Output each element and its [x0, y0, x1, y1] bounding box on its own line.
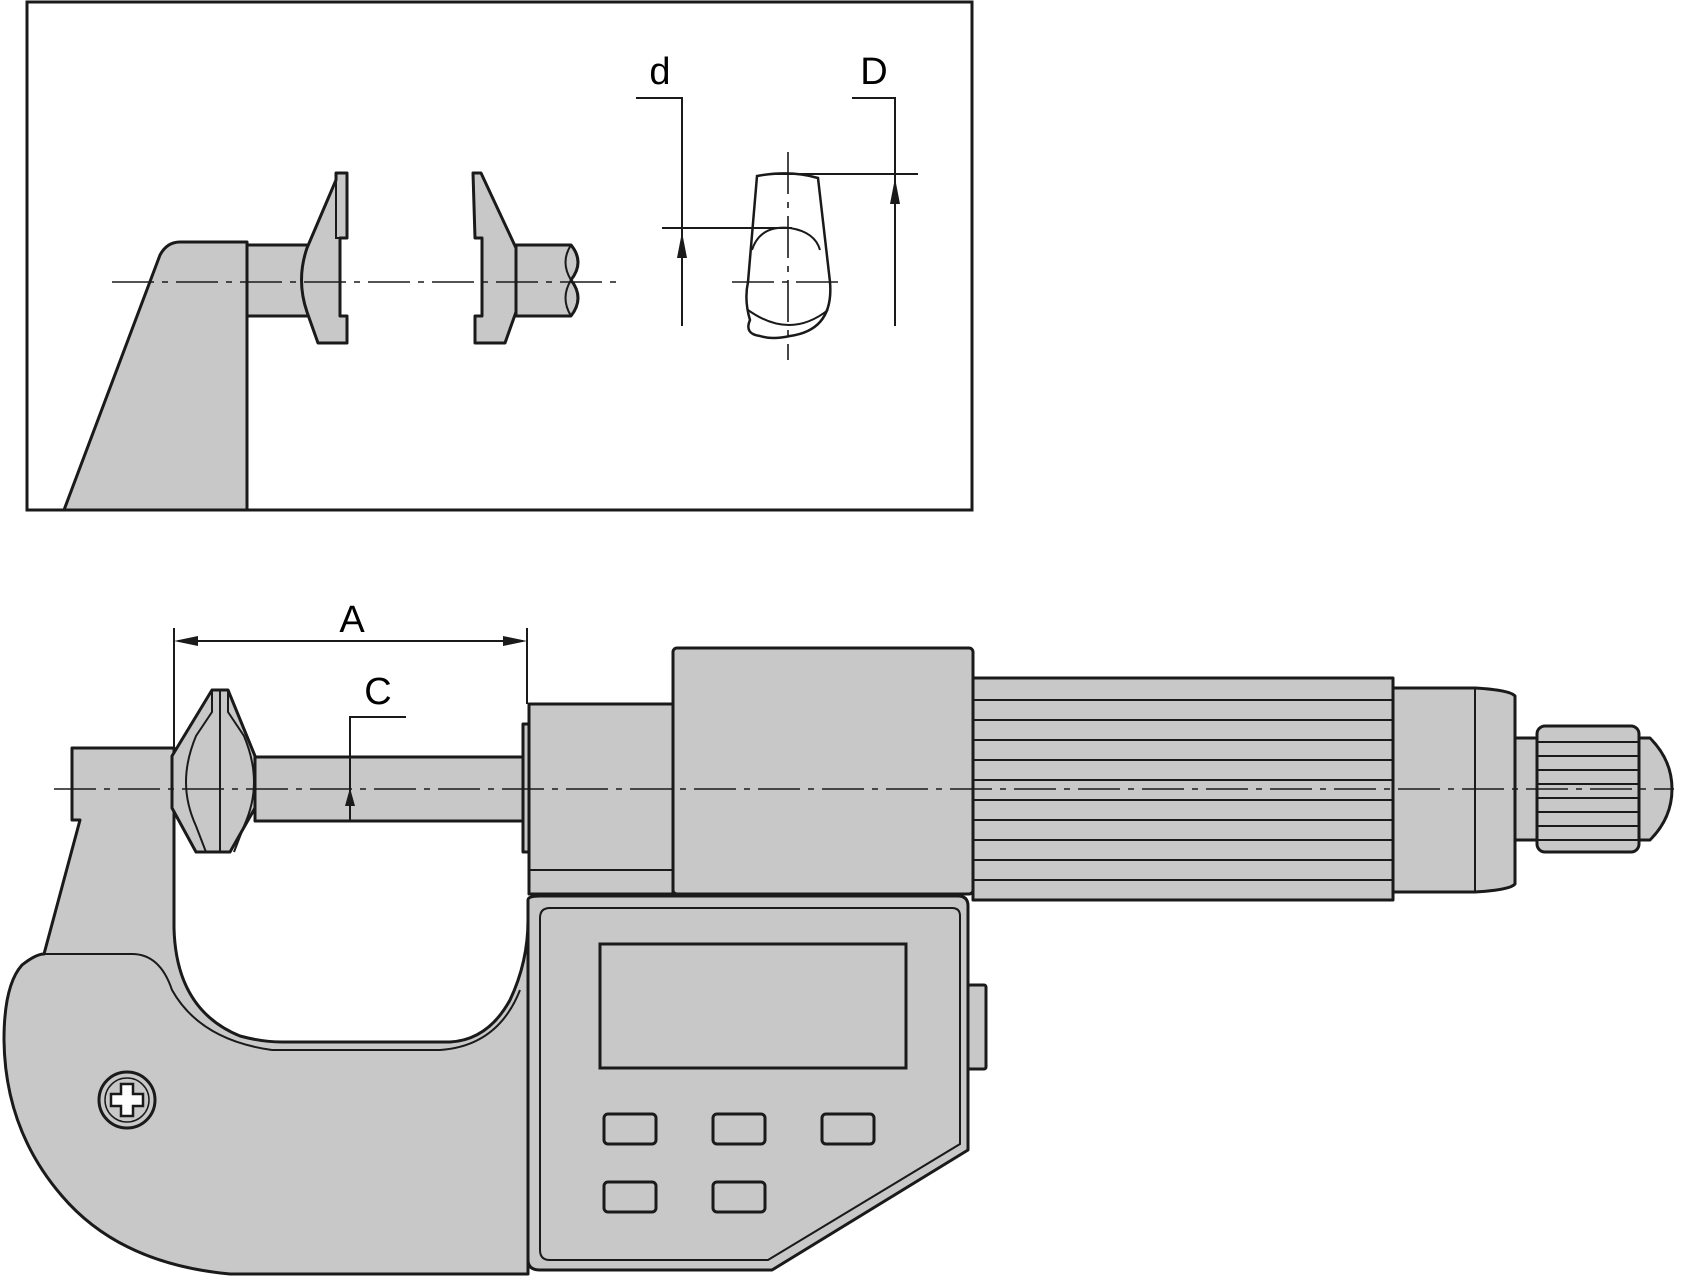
dimension-D-leader: [852, 97, 896, 326]
disc-profile-arc-lower: [747, 309, 829, 326]
key-button-4[interactable]: [602, 1180, 658, 1214]
dimension-C-arrow: [345, 788, 355, 806]
side-button[interactable]: [966, 983, 988, 1071]
detail-inset: d D: [25, 0, 974, 512]
key-button-1[interactable]: [602, 1112, 658, 1146]
anvil-disc: [170, 688, 257, 854]
key-button-3[interactable]: [820, 1112, 876, 1146]
micrometer: A C: [2, 599, 1674, 1276]
dimension-D: D: [770, 51, 918, 326]
detail-shaft-break: [564, 244, 573, 317]
detail-frame-body: [62, 240, 249, 512]
detail-anvil-shaft: [245, 243, 311, 318]
key-button-5[interactable]: [711, 1180, 767, 1214]
c-frame: [2, 746, 530, 1276]
body-block: [671, 646, 975, 896]
label-C: C: [364, 671, 391, 713]
ratchet-ribs: [1537, 741, 1639, 841]
detail-anvil-edge: [335, 180, 340, 239]
c-frame-inner-edge: [44, 953, 273, 1051]
thimble-cap: [1391, 686, 1517, 894]
dimension-D-arrow: [890, 178, 900, 204]
thimble-ribs: [973, 699, 1393, 881]
dimension-A-arrow-left: [174, 636, 198, 646]
frame-screw: [97, 1070, 157, 1130]
c-frame-inner-edge-2: [272, 989, 521, 1051]
display-housing-inner: [539, 907, 961, 1261]
key-button-2[interactable]: [711, 1112, 767, 1146]
dimension-d: d: [636, 51, 792, 326]
label-d: d: [649, 51, 670, 93]
screw-cross: [109, 1082, 145, 1118]
lcd-screen: [598, 942, 908, 1070]
screw-inner-ring: [104, 1077, 150, 1123]
sleeve: [527, 702, 675, 896]
label-D: D: [860, 51, 887, 93]
dimension-C-leader: [349, 716, 406, 822]
dimension-C: C: [345, 671, 406, 822]
dimension-A-arrow-right: [503, 636, 527, 646]
anvil-disc-bevel-left: [184, 690, 213, 853]
dimension-A: A: [173, 599, 528, 748]
label-A: A: [339, 599, 365, 641]
detail-spindle-shaft: [514, 243, 580, 318]
dimension-d-arrow: [677, 232, 687, 258]
